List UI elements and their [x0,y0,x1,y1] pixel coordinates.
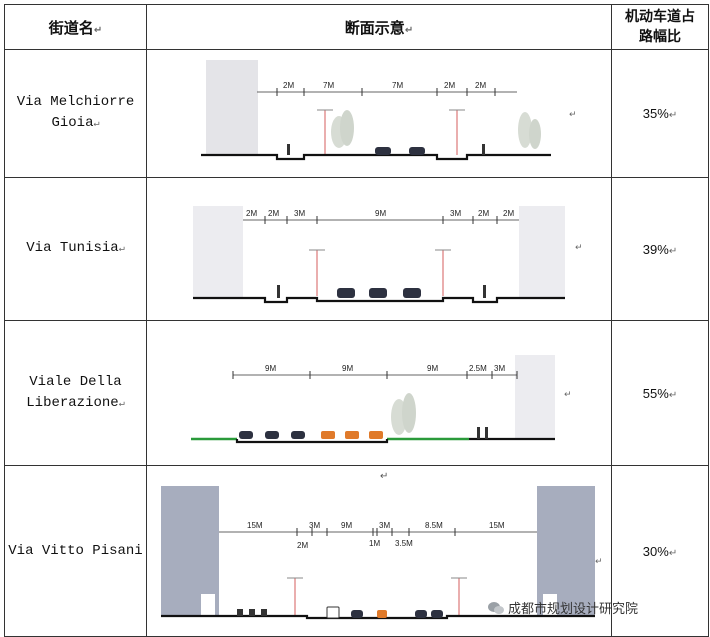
dimension-label: 9M [342,364,353,373]
dimension-label: 3M [309,521,320,530]
street-name-cell: Via Tunisia↵ [4,177,147,321]
dimension-label: 2M [503,209,514,218]
dimension-label: 8.5M [425,521,443,530]
lane-ratio-cell: 39%↵ [611,177,709,321]
dimension-label: 2M [268,209,279,218]
lane-ratio-cell: 55%↵ [611,320,709,466]
dimension-label: 2.5M [469,364,487,373]
dimension-label: 9M [265,364,276,373]
dimension-label: 3.5M [395,539,413,548]
dimension-label: 2M [246,209,257,218]
dimension-label: 7M [392,81,403,90]
svg-text:↵: ↵ [569,110,577,120]
watermark-text: 成都市规划设计研究院 [508,602,639,617]
section-diagram-cell: 15M 3M 9M 3M 8.5M 15M 2M 1M 3.5M ↵ [146,465,612,637]
paragraph-mark: ↵ [380,471,389,482]
header-lane-ratio: 机动车道占 路幅比 [611,4,709,50]
dimension-label: 9M [341,521,352,530]
street-name-cell: Viale Della Liberazione↵ [4,320,147,466]
dimension-label: 3M [294,209,305,218]
building-shape [515,355,555,439]
building-shape [519,206,565,298]
svg-text:↵: ↵ [595,557,603,567]
dimension-label: 2M [475,81,486,90]
lane-ratio-cell: 30%↵ [611,465,709,637]
street-section-table: 街道名↵ 断面示意↵ 机动车道占 路幅比 Via Melchiorre Gioi… [4,4,709,637]
section-diagram-vitto-pisani: 15M 3M 9M 3M 8.5M 15M 2M 1M 3.5M ↵ [161,486,603,620]
section-diagram-melchiorre-gioia: 2M 7M 7M 2M 2M ↵ [201,60,577,161]
dimension-label: 3M [450,209,461,218]
dimension-label: 9M [427,364,438,373]
section-diagram-cell: 2M 2M 3M 9M 3M 2M 2M ↵ [146,177,612,321]
dimension-label: 1M [369,539,380,548]
section-diagram-cell: 9M 9M 9M 2.5M 3M ↵ [146,320,612,466]
dimension-label: 15M [489,521,505,530]
section-diagram-liberazione: 9M 9M 9M 2.5M 3M ↵ [191,355,572,444]
dimension-label: 3M [379,521,390,530]
table-row: Via Melchiorre Gioia↵ 2M 7M 7M 2M 2M [4,49,709,178]
building-shape [206,60,258,155]
dimension-label: 15M [247,521,263,530]
dimension-label: 2M [297,541,308,550]
section-diagram-tunisia: 2M 2M 3M 9M 3M 2M 2M ↵ [193,206,583,304]
table-row: Viale Della Liberazione↵ 9M 9M 9M 2.5M 3… [4,320,709,466]
header-row: 街道名↵ 断面示意↵ 机动车道占 路幅比 [4,4,709,50]
dimension-label: 2M [444,81,455,90]
building-shape [193,206,243,298]
dimension-label: 3M [494,364,505,373]
street-name-cell: Via Melchiorre Gioia↵ [4,49,147,178]
lane-ratio-cell: 35%↵ [611,49,709,178]
header-section-diagram: 断面示意↵ [146,4,612,50]
dimension-label: 9M [375,209,386,218]
header-street-name: 街道名↵ [4,4,147,50]
watermark: 成都市规划设计研究院 [488,598,638,617]
wechat-icon [488,601,504,614]
section-diagram-cell: 2M 7M 7M 2M 2M ↵ [146,49,612,178]
dimension-label: 2M [478,209,489,218]
dimension-label: 7M [323,81,334,90]
table-row: Via Tunisia↵ 2M 2M 3M 9M 3M 2M 2M [4,177,709,321]
svg-text:↵: ↵ [575,243,583,253]
svg-text:↵: ↵ [564,390,572,400]
dimension-label: 2M [283,81,294,90]
street-name-cell: Via Vitto Pisani [4,465,147,637]
table-row: Via Vitto Pisani 15M 3M 9M 3M 8.5M 15M 2… [4,465,709,637]
